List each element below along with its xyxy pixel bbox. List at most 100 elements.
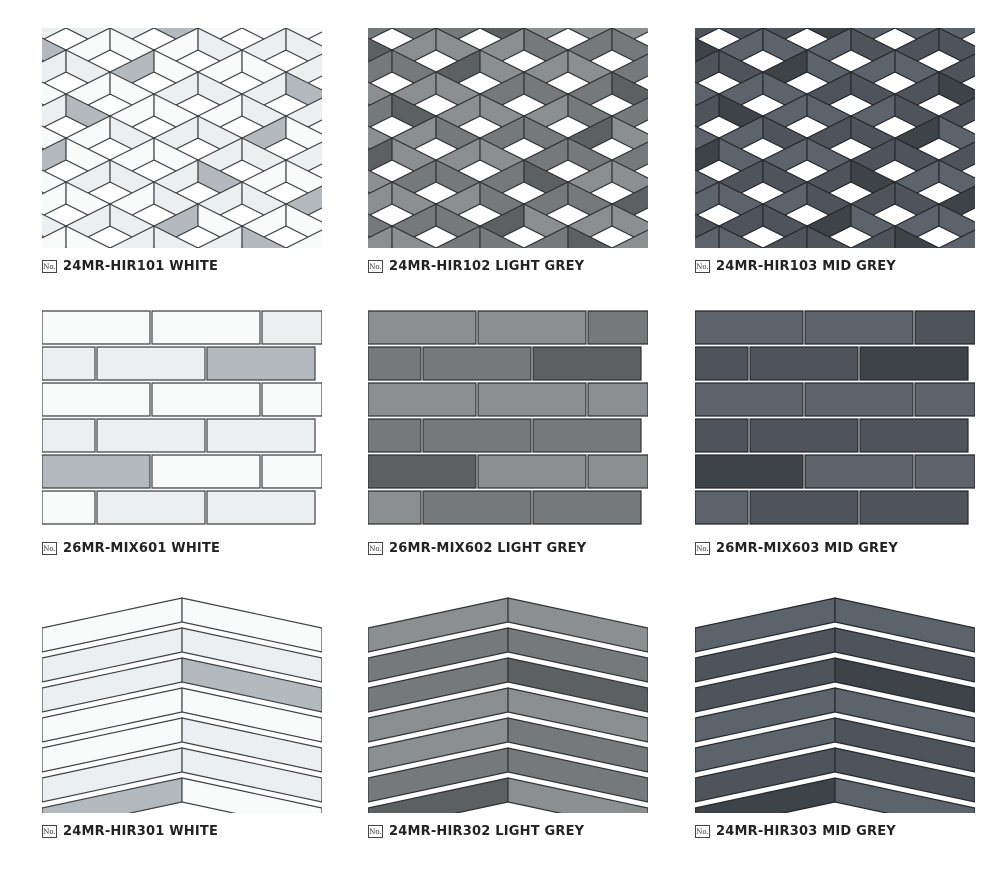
tile [151, 454, 261, 489]
tile [749, 346, 859, 381]
product-caption: No. 24MR-HIR101 WHITE [42, 256, 218, 276]
product-card: No. 24MR-HIR101 WHITE [42, 28, 322, 283]
tile [587, 454, 648, 489]
tile [507, 777, 648, 813]
tile [422, 490, 532, 525]
tile [507, 687, 648, 743]
tile [206, 490, 316, 525]
product-card: No. 24MR-HIR303 MID GREY [695, 593, 975, 848]
tile [804, 310, 914, 345]
tile [532, 346, 642, 381]
tile [850, 225, 896, 248]
tile [914, 382, 975, 417]
product-code: 26MR-MIX602 LIGHT GREY [389, 540, 587, 556]
tile [894, 225, 940, 248]
tile [368, 454, 477, 489]
tile [477, 454, 587, 489]
tile [507, 717, 648, 773]
tile [479, 225, 525, 248]
tile [859, 490, 969, 525]
number-box: No. [695, 259, 710, 273]
number-box: No. [42, 541, 57, 555]
tile [532, 490, 642, 525]
tile [368, 28, 393, 41]
tile [859, 346, 969, 381]
product-code: 26MR-MIX603 MID GREY [716, 540, 898, 556]
tile-swatch [42, 310, 322, 525]
tile [834, 627, 975, 683]
tile [181, 627, 322, 683]
tile [368, 346, 422, 381]
number-box: No. [368, 259, 383, 273]
tile [695, 418, 749, 453]
product-caption: No. 26MR-MIX601 WHITE [42, 538, 220, 558]
number-box: No. [42, 259, 57, 273]
product-code: 26MR-MIX601 WHITE [63, 540, 221, 556]
product-card: No. 26MR-MIX601 WHITE [42, 310, 322, 565]
tile [532, 418, 642, 453]
tile [695, 490, 749, 525]
tile [507, 657, 648, 713]
tile [261, 310, 322, 345]
tile [65, 225, 111, 248]
tile [261, 454, 322, 489]
tile [914, 454, 975, 489]
tile [42, 28, 67, 41]
tile [806, 225, 852, 248]
tile [749, 418, 859, 453]
tile-swatch [695, 597, 975, 813]
product-code: 24MR-HIR103 MID GREY [716, 258, 896, 274]
tile [153, 225, 199, 248]
product-card: No. 24MR-HIR302 LIGHT GREY [368, 593, 648, 848]
tile [197, 225, 243, 248]
tile-swatch [368, 28, 648, 248]
tile [695, 310, 804, 345]
tile [241, 225, 287, 248]
tile [368, 490, 422, 525]
tile [695, 454, 804, 489]
tile [42, 454, 151, 489]
tile [391, 225, 437, 248]
tile [477, 382, 587, 417]
tile [523, 225, 569, 248]
tile [507, 627, 648, 683]
tile [587, 382, 648, 417]
tile [695, 382, 804, 417]
tile [567, 225, 613, 248]
tile [718, 225, 764, 248]
tile [368, 418, 422, 453]
product-caption: No. 24MR-HIR301 WHITE [42, 821, 218, 841]
number-box: No. [695, 824, 710, 838]
tile [695, 28, 720, 41]
tile [804, 454, 914, 489]
product-code: 24MR-HIR101 WHITE [63, 258, 219, 274]
number-box: No. [368, 824, 383, 838]
tile [109, 225, 155, 248]
tile [368, 225, 393, 248]
number-box: No. [368, 541, 383, 555]
tile-swatch [695, 310, 975, 525]
tile [151, 382, 261, 417]
tile [181, 597, 322, 653]
tile [422, 346, 532, 381]
tile [762, 225, 808, 248]
product-caption: No. 26MR-MIX603 MID GREY [695, 538, 898, 558]
tile [834, 597, 975, 653]
tile [206, 418, 316, 453]
tile [96, 418, 206, 453]
tile [181, 687, 322, 743]
product-code: 24MR-HIR303 MID GREY [716, 823, 896, 839]
product-card: No. 24MR-HIR301 WHITE [42, 593, 322, 848]
product-caption: No. 24MR-HIR302 LIGHT GREY [368, 821, 584, 841]
tile [151, 310, 261, 345]
tile [42, 490, 96, 525]
product-card: No. 24MR-HIR102 LIGHT GREY [368, 28, 648, 283]
tile [181, 777, 322, 813]
tile [206, 346, 316, 381]
tile [834, 717, 975, 773]
tile [938, 229, 975, 248]
tile [507, 747, 648, 803]
tile [914, 310, 975, 345]
tile [611, 229, 648, 248]
tile [834, 657, 975, 713]
